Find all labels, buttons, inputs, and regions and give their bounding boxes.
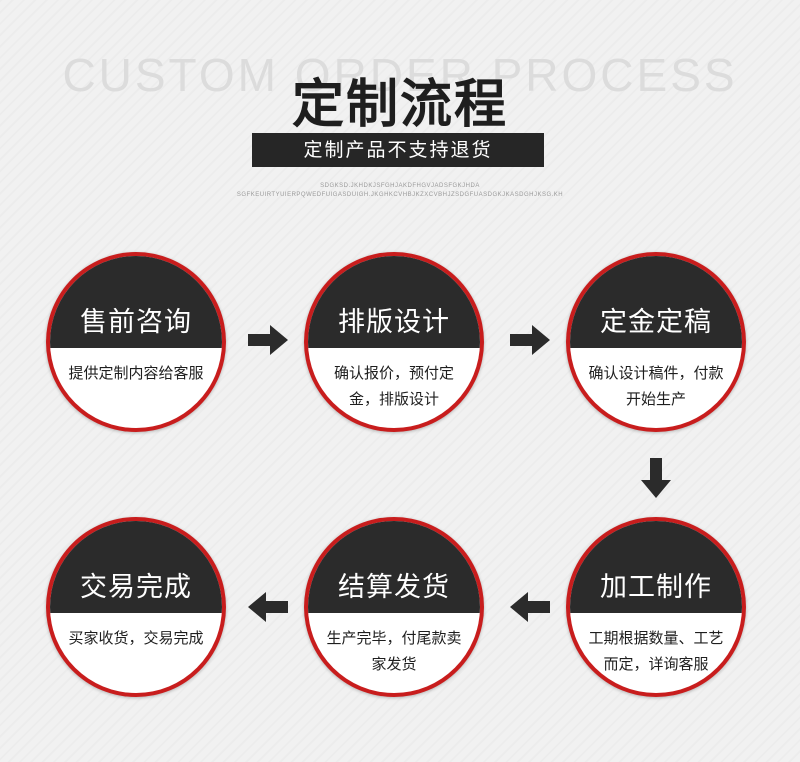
page-title: 定制流程 (291, 75, 508, 135)
step-layout-design: 排版设计 确认报价，预付定金，排版设计 (304, 252, 484, 432)
step-consultation: 售前咨询 提供定制内容给客服 (46, 252, 226, 432)
step-description: 买家收货，交易完成 (68, 629, 204, 647)
step-description: 确认报价，预付定金，排版设计 (333, 364, 454, 408)
step-deposit-finalize: 定金定稿 确认设计稿件，付款开始生产 (566, 252, 746, 432)
step-title: 定金定稿 (600, 307, 712, 338)
step-description: 确认设计稿件，付款开始生产 (588, 364, 724, 408)
arrow-right-icon (510, 325, 550, 355)
step-settle-ship: 结算发货 生产完毕，付尾款卖家发货 (304, 517, 484, 697)
step-description: 工期根据数量、工艺而定，详询客服 (588, 629, 724, 673)
arrow-left-icon (510, 592, 550, 622)
subtitle-banner: 定制产品不支持退货 (252, 133, 544, 167)
arrow-left-icon (248, 592, 288, 622)
step-production: 加工制作 工期根据数量、工艺而定，详询客服 (566, 517, 746, 697)
watermark-text: CUSTOM ORDER PROCESS (62, 49, 738, 101)
arrow-down-icon (641, 458, 671, 498)
step-title: 排版设计 (338, 307, 450, 338)
tiny-text-line-1: SDGKSD.JKHDKJSFGHJAKDFHGVJADSFGKJHDA (320, 183, 480, 189)
tiny-text-line-2: SGFKEUIRTYUIERPQWEDFUIGASDUIGH.JKGHKCVHB… (236, 192, 564, 198)
step-title: 结算发货 (338, 572, 450, 603)
step-deal-complete: 交易完成 买家收货，交易完成 (46, 517, 226, 697)
arrow-right-icon (248, 325, 288, 355)
step-title: 加工制作 (600, 572, 712, 603)
step-title: 售前咨询 (80, 307, 192, 338)
step-title: 交易完成 (80, 572, 192, 603)
step-description: 生产完毕，付尾款卖家发货 (326, 629, 462, 673)
step-description: 提供定制内容给客服 (68, 364, 204, 382)
